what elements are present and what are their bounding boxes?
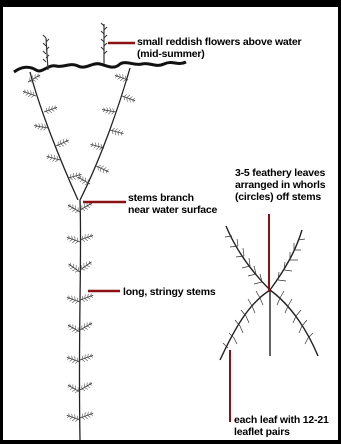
- diagram-border: [0, 0, 341, 444]
- diagram-canvas: small reddish flowers above water (mid-s…: [0, 0, 341, 444]
